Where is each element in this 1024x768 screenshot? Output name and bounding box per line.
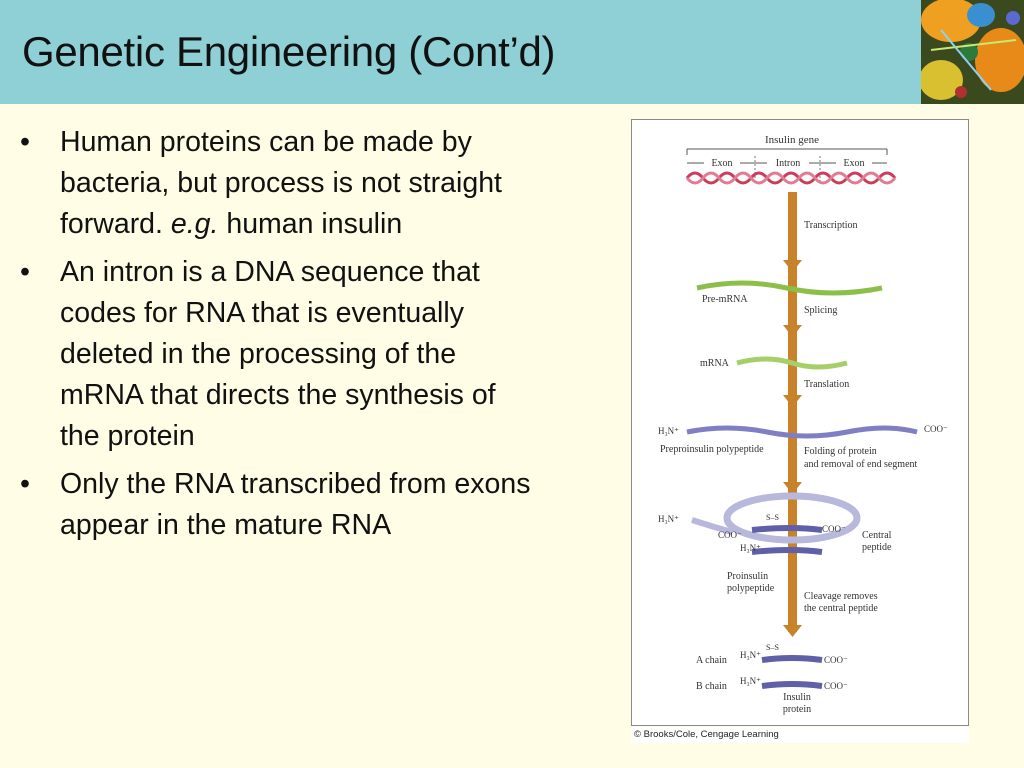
intron-label: Intron — [776, 158, 800, 169]
title-bar: Genetic Engineering (Cont’d) — [0, 0, 1024, 104]
arrowhead-cleavage — [783, 625, 802, 637]
a-chain-h3n: H₃N⁺ — [740, 650, 761, 660]
proinsulin-disulfide: S–S — [766, 513, 779, 522]
intron-label-bg — [767, 157, 809, 169]
preproinsulin-h3n: H₃N⁺ — [658, 426, 679, 436]
bullet-text-end: human insulin — [218, 208, 403, 240]
arrowhead-translation — [783, 395, 802, 407]
bullet-marker: • — [20, 256, 30, 288]
cleavage-label-1: Cleavage removes — [804, 591, 878, 602]
preproinsulin-strand — [686, 425, 918, 439]
splicing-label: Splicing — [804, 305, 837, 316]
exon-left-label: Exon — [711, 158, 732, 169]
proinsulin-h3n-inner: H₃N⁺ — [740, 543, 761, 553]
bullet-emphasis: e.g. — [170, 208, 219, 240]
proinsulin-loop — [691, 492, 861, 555]
central-peptide-label-2: peptide — [862, 542, 892, 553]
bullet-list: • Human proteins can be made by bacteria,… — [20, 122, 540, 553]
folding-label-2: and removal of end segment — [804, 459, 918, 470]
dna-helix — [685, 171, 897, 185]
proinsulin-label-1: Proinsulin — [727, 571, 768, 582]
b-chain-strand — [761, 681, 823, 689]
mrna-label: mRNA — [700, 358, 730, 369]
bullet-item: • Human proteins can be made by bacteria,… — [20, 122, 540, 245]
bullet-item: • An intron is a DNA sequence that codes… — [20, 252, 540, 457]
arrowhead-folding — [783, 482, 802, 494]
b-chain-label: B chain — [696, 681, 727, 692]
bullet-text: An intron is a DNA sequence that codes f… — [60, 256, 496, 452]
exon-right-label: Exon — [843, 158, 864, 169]
folding-label-1: Folding of protein — [804, 446, 877, 457]
molecule-icon — [921, 0, 1024, 104]
process-arrow — [788, 192, 797, 632]
bullet-marker: • — [20, 126, 30, 158]
cleavage-label-2: the central peptide — [804, 603, 878, 614]
corner-molecule-image — [921, 0, 1024, 104]
bullet-marker: • — [20, 468, 30, 500]
transcription-label: Transcription — [804, 220, 858, 231]
bullet-text: Human proteins can be made by bacteria, … — [60, 126, 502, 240]
slide-title: Genetic Engineering (Cont’d) — [22, 28, 556, 75]
b-chain-h3n: H₃N⁺ — [740, 676, 761, 686]
exon-label-bg — [836, 157, 872, 169]
preproinsulin-coo: COO⁻ — [924, 424, 948, 434]
pre-mrna-strand — [696, 280, 883, 296]
bullet-item: • Only the RNA transcribed from exons app… — [20, 464, 540, 546]
translation-label: Translation — [804, 379, 849, 390]
proinsulin-coo-left: COO⁻ — [718, 530, 742, 540]
b-chain-coo: COO⁻ — [824, 681, 848, 691]
insulin-diagram: Insulin gene Exon Intron Exon Transcript… — [658, 134, 948, 715]
gene-label: Insulin gene — [765, 134, 819, 146]
insulin-label-1: Insulin — [783, 692, 811, 703]
pre-mrna-label: Pre-mRNA — [702, 294, 748, 305]
proinsulin-label-2: polypeptide — [727, 583, 775, 594]
insulin-label-2: protein — [783, 704, 811, 715]
arrowhead-splicing — [783, 325, 802, 337]
proinsulin-h3n: H₃N⁺ — [658, 514, 679, 524]
arrowhead-transcription — [783, 260, 802, 272]
a-chain-strand — [761, 655, 823, 663]
insulin-disulfide: S–S — [766, 643, 779, 652]
mrna-strand — [736, 356, 848, 370]
insulin-synthesis-figure: Insulin gene Exon Intron Exon Transcript… — [631, 119, 969, 726]
a-chain-label: A chain — [696, 655, 727, 666]
figure-credit: © Brooks/Cole, Cengage Learning — [631, 727, 969, 743]
central-peptide-label-1: Central — [862, 530, 892, 541]
preproinsulin-label: Preproinsulin polypeptide — [660, 444, 764, 455]
a-chain-coo: COO⁻ — [824, 655, 848, 665]
exon-label-bg — [704, 157, 740, 169]
bullet-text: Only the RNA transcribed from exons appe… — [60, 468, 531, 541]
proinsulin-coo-right: COO⁻ — [822, 524, 846, 534]
